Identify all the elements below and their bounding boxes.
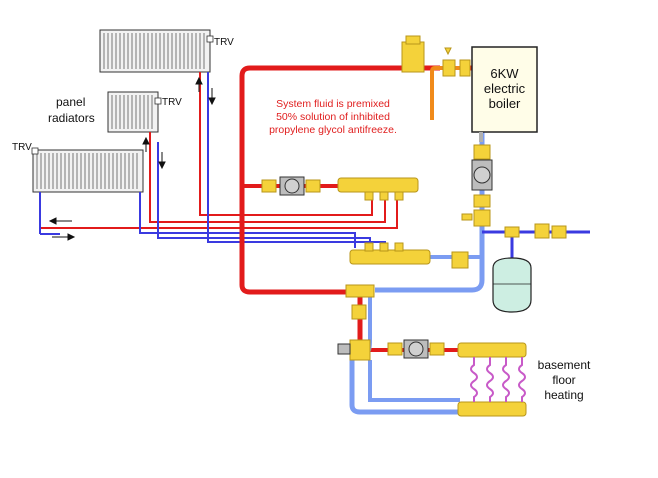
trv-top-label: TRV xyxy=(214,37,234,48)
floor-circulator xyxy=(387,339,445,359)
system-fluid-note: System fluid is premixed 50% solution of… xyxy=(268,98,398,137)
basement-floor-heating-label: basement floor heating xyxy=(536,358,592,403)
boiler-label-2: electric xyxy=(483,81,526,96)
trv-mid-label: TRV xyxy=(162,97,182,108)
floor-supply-manifold xyxy=(457,342,527,358)
floor-pump-icon xyxy=(408,341,424,357)
note-line-1: System fluid is premixed xyxy=(276,98,390,110)
closely-spaced-tees xyxy=(345,284,375,298)
radiator-supply-manifold xyxy=(337,177,419,201)
trv-mid-valve-icon xyxy=(154,97,162,105)
floor-heating-loops xyxy=(470,357,526,402)
expansion-tank xyxy=(492,257,532,313)
electric-boiler xyxy=(471,46,538,142)
radiator-circulator xyxy=(261,176,321,196)
air-separator xyxy=(401,35,425,73)
radiator-top xyxy=(99,29,214,73)
relief-discharge-pipe xyxy=(430,66,462,120)
basement-label-3: heating xyxy=(544,388,584,402)
fill-valve xyxy=(504,223,567,239)
main-return-pipe xyxy=(375,132,485,293)
radiator-left xyxy=(31,147,144,193)
trv-top-valve-icon xyxy=(206,35,214,43)
boiler-pump-icon xyxy=(473,166,491,184)
mixing-valve xyxy=(337,304,371,361)
panel-radiators-label-1: panel xyxy=(56,95,86,109)
boiler-label: 6KW electric boiler xyxy=(472,66,537,111)
boiler-valve xyxy=(459,59,471,77)
floor-return-manifold xyxy=(457,401,527,417)
flow-arrows xyxy=(48,76,216,241)
panel-radiators-label-2: radiators xyxy=(48,111,95,125)
note-line-2: 50% solution of inhibited xyxy=(276,111,390,123)
basement-label-1: basement xyxy=(537,358,591,372)
boiler-label-1: 6KW xyxy=(490,66,519,81)
radiator-pump-icon xyxy=(284,178,300,194)
trv-left-valve-icon xyxy=(31,147,39,155)
note-line-3: propylene glycol antifreeze. xyxy=(269,124,397,136)
boiler-return-fittings xyxy=(461,144,493,227)
pressure-relief-valve xyxy=(442,47,456,77)
trv-left-label: TRV xyxy=(12,142,32,153)
radiator-mid xyxy=(107,91,162,133)
floor-return-pipe xyxy=(349,352,460,415)
main-supply-pipe xyxy=(239,65,440,295)
radiator-return-manifold xyxy=(349,242,469,269)
boiler-label-3: boiler xyxy=(488,96,521,111)
basement-label-2: floor xyxy=(552,373,576,387)
